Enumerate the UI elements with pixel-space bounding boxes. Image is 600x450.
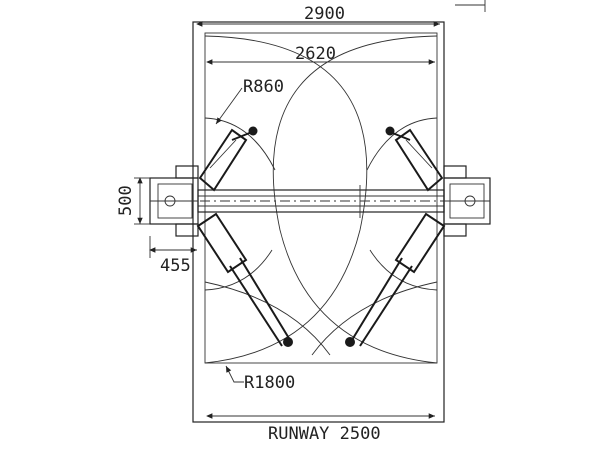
- dim-swing-radius: R1800: [244, 373, 295, 393]
- outer-bay-outline: [192, 21, 445, 423]
- dim-inner-width: 2620: [295, 44, 336, 64]
- arm-right-upper: [385, 126, 444, 192]
- dim-total-width: 2900: [304, 4, 345, 24]
- left-column: [149, 165, 199, 237]
- inner-runway-outline: [204, 32, 438, 364]
- swing-arc-lower-right: [311, 281, 438, 356]
- arm-left-lower: [196, 212, 293, 347]
- arm-arc-right-top: [366, 117, 438, 171]
- arm-arc-left-top: [204, 117, 276, 171]
- swing-arc-right: [272, 35, 438, 364]
- right-column: [443, 165, 491, 237]
- dim-column-offset: 455: [160, 256, 191, 276]
- leader-arc-radius: [215, 87, 243, 125]
- dim-column-depth: 500: [116, 185, 136, 216]
- arm-arc-left-bottom: [204, 249, 273, 291]
- arm-arc-right-bottom: [369, 249, 438, 291]
- dim-runway: RUNWAY 2500: [268, 424, 381, 444]
- arm-right-lower: [345, 212, 446, 347]
- dim-arc-radius: R860: [243, 77, 284, 97]
- arm-left-upper: [198, 126, 258, 192]
- leader-swing-radius: [225, 365, 244, 383]
